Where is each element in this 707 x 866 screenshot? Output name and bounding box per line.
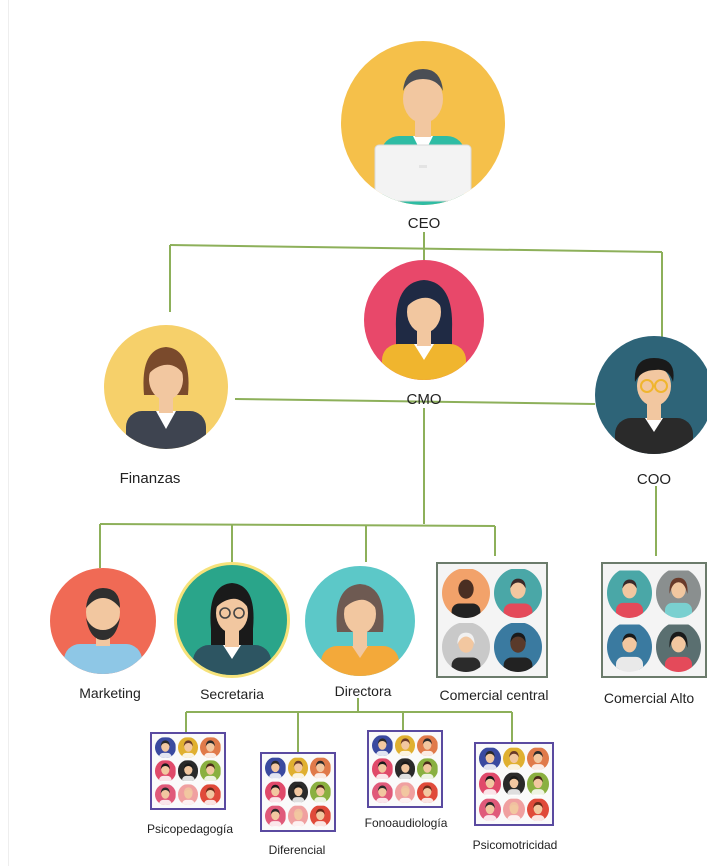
team-member-avatar [394, 781, 416, 803]
team-member-avatar [200, 784, 221, 805]
cmo-label: CMO [406, 391, 442, 408]
psicopedagogia-group [150, 732, 226, 810]
team-member-avatar [479, 772, 501, 796]
page-edge-rule [8, 0, 9, 866]
team-member-avatar [394, 758, 416, 780]
team-member-avatar [417, 782, 438, 803]
psicomotricidad-label: Psicomotricidad [472, 838, 558, 852]
team-member-avatar [527, 798, 549, 821]
team-member-avatar [372, 782, 393, 803]
team-member-avatar [394, 735, 416, 757]
team-member-avatar [155, 784, 176, 805]
psicopedagogia-label: Psicopedagogía [146, 822, 234, 836]
team-member-avatar [479, 798, 501, 821]
team-member-avatar [417, 735, 438, 757]
team-avatar [607, 622, 652, 672]
team-member-avatar [265, 805, 286, 827]
team-member-avatar [200, 760, 221, 782]
comercial-alto-group [601, 562, 707, 678]
team-avatar [442, 622, 490, 672]
team-member-avatar [310, 805, 331, 827]
team-member-avatar [527, 747, 549, 771]
team-avatar [656, 622, 701, 672]
comercial-central-group [436, 562, 548, 678]
team-member-avatar [503, 772, 525, 796]
team-member-avatar [155, 737, 176, 759]
team-member-avatar [265, 781, 286, 803]
team-member-avatar [503, 747, 525, 771]
team-member-avatar [177, 737, 199, 759]
comercial-central-label: Comercial central [439, 687, 549, 703]
team-member-avatar [372, 758, 393, 780]
diferencial-group [260, 752, 336, 832]
team-member-avatar [527, 772, 549, 796]
fonoaudiologia-group [367, 730, 443, 808]
ceo-label: CEO [407, 215, 441, 232]
team-member-avatar [287, 757, 309, 779]
cmo-avatar [364, 260, 484, 380]
secretaria-avatar [174, 562, 290, 678]
team-member-avatar [177, 760, 199, 782]
team-avatar [607, 568, 652, 618]
team-member-avatar [417, 758, 438, 780]
psicomotricidad-group [474, 742, 554, 826]
marketing-avatar [50, 568, 156, 674]
secretaria-label: Secretaria [200, 686, 264, 702]
team-member-avatar [200, 737, 221, 759]
team-member-avatar [265, 757, 286, 779]
marketing-label: Marketing [79, 685, 141, 701]
diferencial-label: Diferencial [268, 843, 326, 857]
coo-label: COO [636, 471, 672, 488]
team-member-avatar [287, 781, 309, 803]
team-member-avatar [479, 747, 501, 771]
directora-label: Directora [334, 683, 392, 699]
team-avatar [656, 568, 701, 618]
directora-avatar [305, 566, 415, 676]
coo-avatar [595, 336, 707, 454]
team-avatar [494, 568, 542, 618]
comercial-alto-label: Comercial Alto [603, 690, 695, 706]
finanzas-label: Finanzas [119, 470, 181, 487]
team-avatar [494, 622, 542, 672]
team-member-avatar [287, 805, 309, 827]
ceo-avatar [341, 41, 505, 205]
team-member-avatar [310, 781, 331, 803]
team-member-avatar [503, 798, 525, 821]
team-member-avatar [177, 783, 199, 805]
fonoaudiologia-label: Fonoaudiología [364, 816, 448, 830]
team-member-avatar [310, 757, 331, 779]
team-avatar [442, 568, 490, 618]
team-member-avatar [155, 760, 176, 782]
finanzas-avatar [104, 325, 228, 449]
team-member-avatar [372, 735, 393, 757]
